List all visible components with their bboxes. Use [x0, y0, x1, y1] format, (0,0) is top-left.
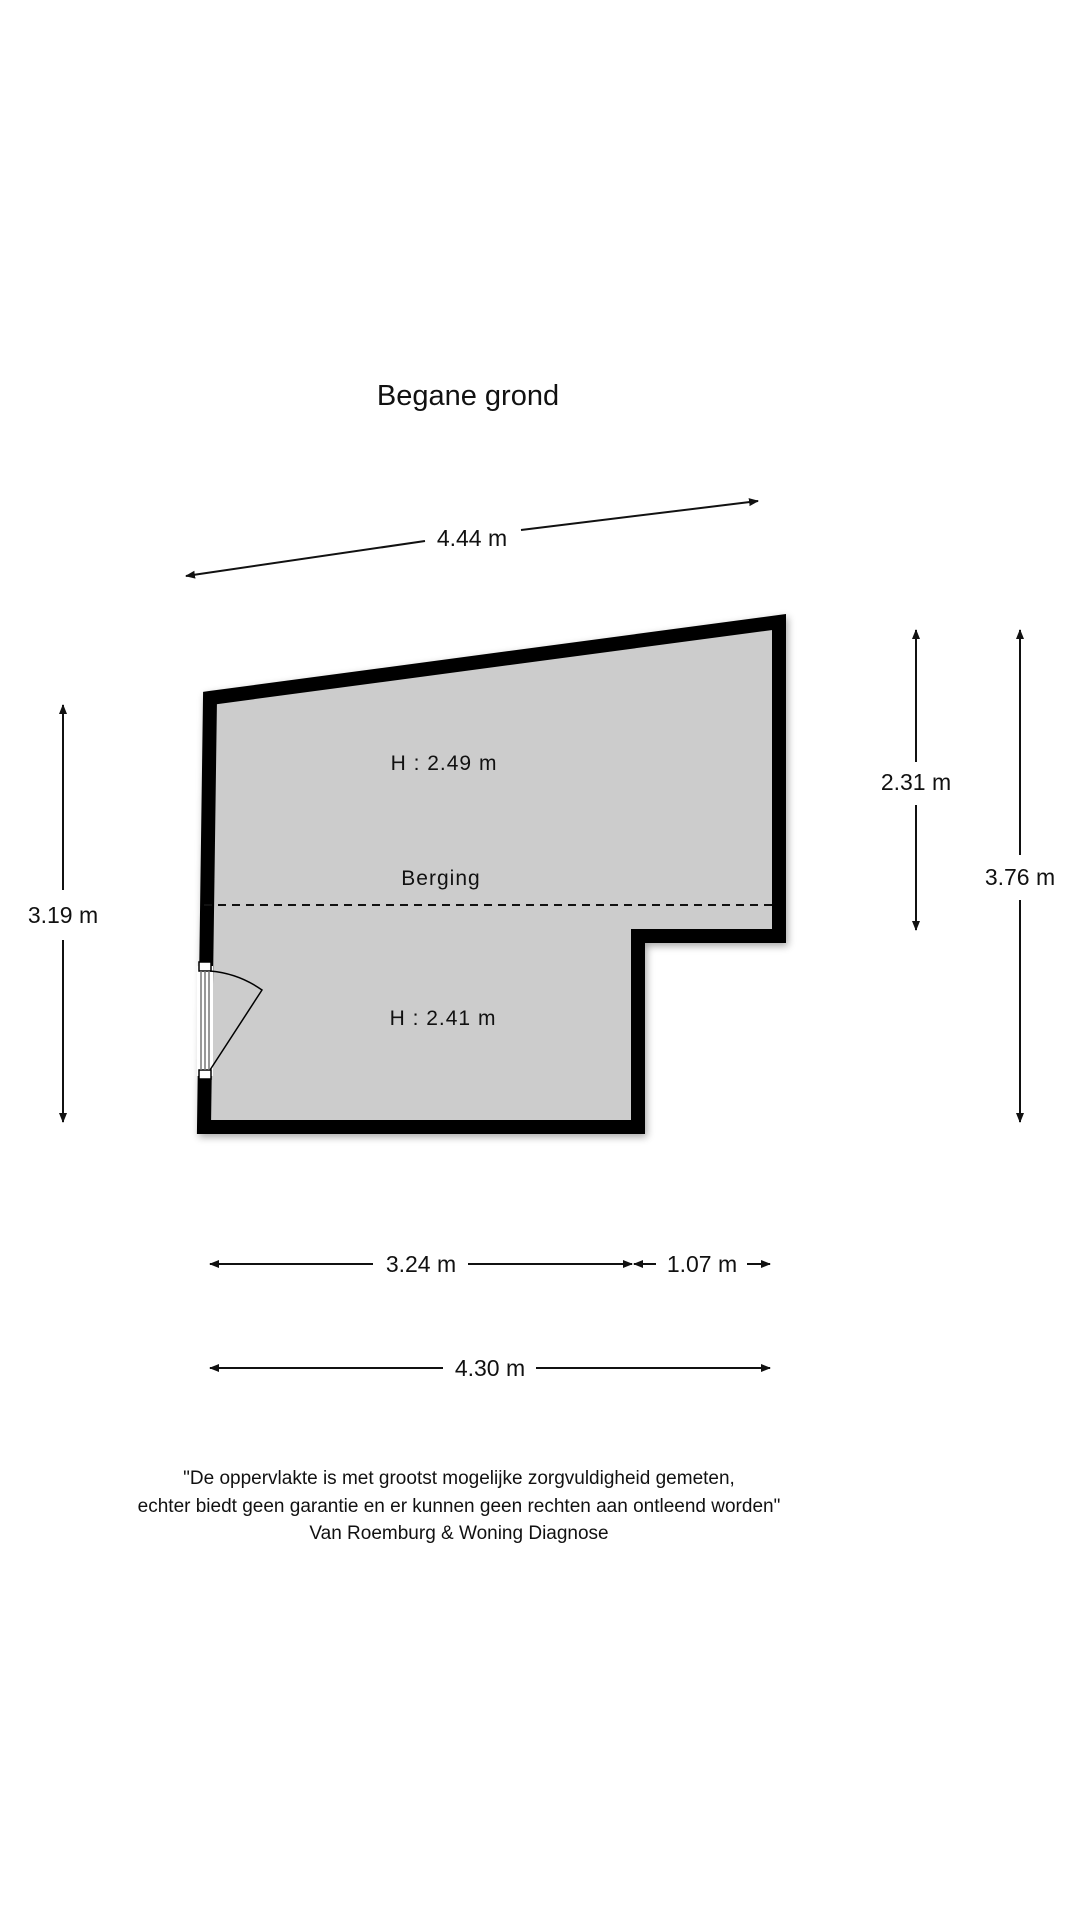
room-outline	[196, 614, 786, 1134]
door	[197, 961, 264, 1080]
dimension-label-left: 3.19 m	[28, 902, 98, 928]
disclaimer: "De oppervlakte is met grootst mogelijke…	[138, 1468, 781, 1544]
disclaimer-line-1: "De oppervlakte is met grootst mogelijke…	[183, 1468, 735, 1489]
room-name: Berging	[401, 867, 480, 890]
dimension-label-right-total: 3.76 m	[985, 864, 1055, 890]
room-height-upper: H : 2.49 m	[391, 752, 498, 775]
floor-title: Begane grond	[377, 380, 559, 412]
dimension-label-bottom-left: 3.24 m	[386, 1251, 456, 1277]
dimension-right-total: 3.76 m	[985, 629, 1055, 1123]
dimension-right-inner: 2.31 m	[881, 629, 951, 931]
dimension-label-right-inner: 2.31 m	[881, 769, 951, 795]
disclaimer-line-2: echter biedt geen garantie en er kunnen …	[138, 1496, 781, 1517]
disclaimer-line-3: Van Roemburg & Woning Diagnose	[309, 1523, 608, 1544]
dimension-bottom-total: 4.30 m	[209, 1355, 771, 1381]
room-walls	[196, 614, 786, 1134]
dimension-label-bottom-total: 4.30 m	[455, 1355, 525, 1381]
dimension-top-diagonal: 4.44 m	[185, 498, 759, 579]
dimension-bottom-split: 3.24 m 1.07 m	[209, 1251, 771, 1277]
room-height-lower: H : 2.41 m	[390, 1007, 497, 1030]
dimension-label-bottom-right: 1.07 m	[667, 1251, 737, 1277]
door-swing-arc	[209, 970, 264, 1071]
dimension-left: 3.19 m	[28, 704, 98, 1123]
dimension-label-top: 4.44 m	[437, 525, 507, 551]
